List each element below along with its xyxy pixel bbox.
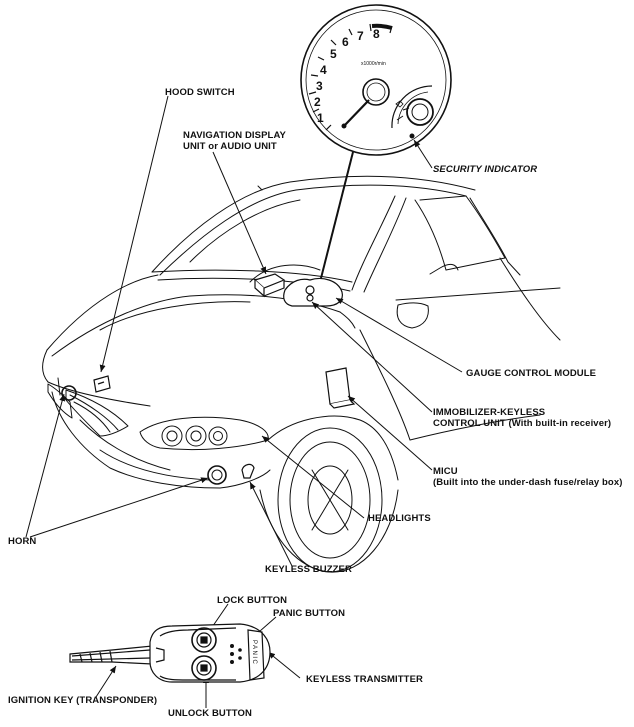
hood-switch-shape xyxy=(93,375,111,393)
keyless-transmitter-label: KEYLESS TRANSMITTER xyxy=(306,674,423,685)
unlock-button-label: UNLOCK BUTTON xyxy=(168,708,252,719)
tach-unit-text: x1000r/min xyxy=(361,61,386,67)
key-fob-illustration xyxy=(69,623,271,683)
nav-unit-label-line1: NAVIGATION DISPLAY xyxy=(183,130,286,141)
hood-switch-label: HOOD SWITCH xyxy=(165,87,235,98)
tach-number-8: 8 xyxy=(373,27,380,41)
immobilizer-label: IMMOBILIZER-KEYLESS CONTROL UNIT (With b… xyxy=(433,407,611,429)
hood-switch-leader xyxy=(99,95,169,373)
tach-number-7: 7 xyxy=(357,29,364,43)
panic-button-label: PANIC BUTTON xyxy=(273,608,346,619)
tach-number-5: 5 xyxy=(330,47,337,61)
panic-text: PANIC xyxy=(251,640,257,665)
tach-number-1: 1 xyxy=(317,111,324,125)
horn-leader-1 xyxy=(25,393,66,538)
immobilizer-leader xyxy=(311,301,433,413)
nav-unit-label-line2: UNIT or AUDIO UNIT xyxy=(183,141,277,152)
micu-label-line1: MICU xyxy=(433,466,458,477)
horn-label: HORN xyxy=(8,536,37,547)
gauge-pointer-line xyxy=(316,151,354,291)
nav-unit-leader xyxy=(212,151,267,275)
gauge-module-leader xyxy=(335,297,463,373)
keyless-buzzer-label: KEYLESS BUZZER xyxy=(265,564,352,575)
security-indicator-leader xyxy=(413,139,433,169)
keyless-buzzer-leader xyxy=(249,481,293,567)
tach-number-4: 4 xyxy=(320,63,327,77)
micu-label: MICU (Built into the under-dash fuse/rel… xyxy=(433,466,622,488)
headlights-label: HEADLIGHTS xyxy=(368,513,431,524)
lock-button-label: LOCK BUTTON xyxy=(217,595,288,606)
immobilizer-label-line1: IMMOBILIZER-KEYLESS xyxy=(433,407,546,418)
leader-lines xyxy=(25,95,463,708)
tachometer-numbers: 1 2 3 4 5 6 7 8 xyxy=(314,27,380,125)
transmitter-leader xyxy=(267,651,301,679)
nav-unit-box xyxy=(253,273,286,298)
gauge-control-module-label: GAUGE CONTROL MODULE xyxy=(466,368,597,379)
gauge-control-module-shape xyxy=(283,277,343,307)
headlights-leader xyxy=(261,435,365,519)
tach-number-3: 3 xyxy=(316,79,323,93)
ignition-key-leader xyxy=(95,665,117,698)
security-indicator-label: SECURITY INDICATOR xyxy=(433,164,538,175)
keyless-buzzer-shape xyxy=(241,463,255,479)
nav-unit-label: NAVIGATION DISPLAY UNIT or AUDIO UNIT xyxy=(183,130,286,152)
micu-box xyxy=(325,367,356,409)
micu-label-line2: (Built into the under-dash fuse/relay bo… xyxy=(433,477,623,488)
tach-number-2: 2 xyxy=(314,95,321,109)
tach-number-6: 6 xyxy=(342,35,349,49)
micu-leader xyxy=(347,395,433,471)
horn-leader-2 xyxy=(29,477,209,538)
ignition-key-label: IGNITION KEY (TRANSPONDER) xyxy=(8,695,158,706)
tachometer-gauge xyxy=(300,4,452,156)
vehicle-illustration xyxy=(42,175,561,573)
immobilizer-label-line2: CONTROL UNIT (With built-in receiver) xyxy=(433,418,612,429)
